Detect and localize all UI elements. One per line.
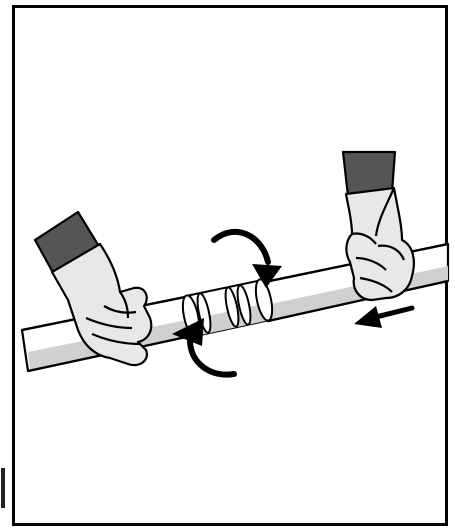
rotate-arrow-bottom-icon <box>172 318 237 378</box>
edge-mark <box>1 468 5 508</box>
gloved-hand-left-icon <box>33 210 153 367</box>
pipe-coupling-icon <box>181 278 274 338</box>
gloved-hand-right-icon <box>341 150 415 302</box>
push-arrow-icon <box>354 305 415 328</box>
rotate-arrow-top-icon <box>211 228 282 288</box>
